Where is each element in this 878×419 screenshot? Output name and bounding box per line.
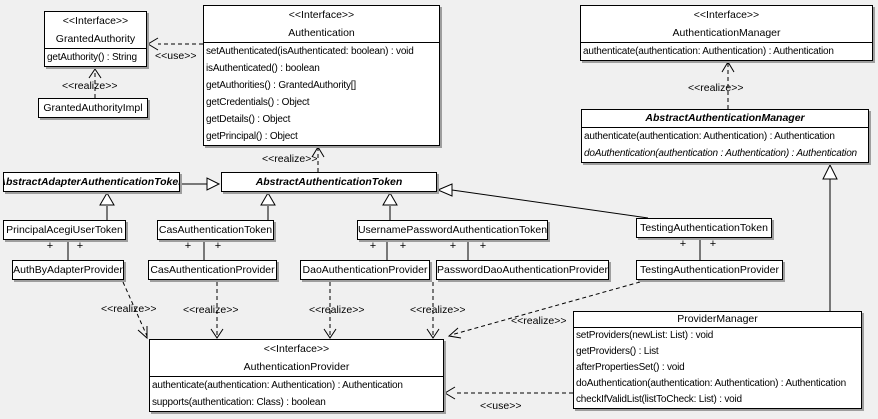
method: setAuthenticated(isAuthenticated: boolea… bbox=[206, 46, 414, 57]
class-name: AbstractAdapterAuthenticationToken bbox=[3, 176, 180, 188]
class-name: TestingAuthenticationProvider bbox=[640, 264, 779, 276]
use-label: <<use>> bbox=[480, 400, 522, 412]
class-abstract-adapter-authentication-token: AbstractAdapterAuthenticationToken bbox=[3, 172, 180, 192]
method: afterPropertiesSet() : void bbox=[576, 362, 685, 373]
class-cas-authentication-token: CasAuthenticationToken bbox=[157, 220, 274, 240]
realize-label: <<realize>> bbox=[309, 304, 365, 316]
class-name: CasAuthenticationToken bbox=[158, 224, 273, 236]
class-name: AuthByAdapterProvider bbox=[13, 264, 123, 276]
class-dao-authentication-provider: DaoAuthenticationProvider bbox=[300, 260, 430, 280]
realize-label: <<realize>> bbox=[410, 304, 466, 316]
multiplicity-plus: + bbox=[46, 240, 54, 252]
class-name: GrantedAuthorityImpl bbox=[43, 102, 143, 114]
method: authenticate(authentication: Authenticat… bbox=[584, 131, 835, 142]
class-password-dao-authentication-provider: PasswordDaoAuthenticationProvider bbox=[436, 260, 609, 280]
multiplicity-plus: + bbox=[76, 240, 84, 252]
method: getProviders() : List bbox=[576, 346, 659, 357]
method: doAuthentication(authentication : Authen… bbox=[584, 148, 857, 159]
class-name: PrincipalAcegiUserToken bbox=[6, 224, 123, 236]
method: authenticate(authentication: Authenticat… bbox=[583, 46, 834, 57]
class-authentication-manager: <<Interface>> AuthenticationManager auth… bbox=[580, 5, 873, 61]
method: getAuthorities() : GrantedAuthority[] bbox=[206, 80, 356, 91]
multiplicity-plus: + bbox=[184, 240, 192, 252]
class-name: PasswordDaoAuthenticationProvider bbox=[437, 264, 609, 276]
method: getDetails() : Object bbox=[206, 114, 291, 125]
class-granted-authority-impl: GrantedAuthorityImpl bbox=[38, 98, 148, 118]
class-username-password-authentication-token: UsernamePasswordAuthenticationToken bbox=[357, 220, 548, 240]
multiplicity-plus: + bbox=[679, 238, 687, 250]
realize-label: <<realize>> bbox=[688, 82, 744, 94]
realize-label: <<realize>> bbox=[101, 303, 157, 315]
class-cas-authentication-provider: CasAuthenticationProvider bbox=[148, 260, 277, 280]
class-name: TestingAuthenticationToken bbox=[640, 222, 768, 234]
class-name: DaoAuthenticationProvider bbox=[302, 264, 428, 276]
realize-label: <<realize>> bbox=[511, 315, 567, 327]
stereotype: <<Interface>> bbox=[62, 15, 129, 27]
class-name: AuthenticationProvider bbox=[243, 361, 350, 373]
class-name: AbstractAuthenticationToken bbox=[255, 176, 403, 188]
class-name: AuthenticationManager bbox=[672, 27, 781, 39]
multiplicity-plus: + bbox=[369, 240, 377, 252]
method: getAuthority() : String bbox=[47, 52, 137, 63]
class-name: Authentication bbox=[288, 27, 355, 39]
stereotype: <<Interface>> bbox=[693, 9, 760, 21]
method: isAuthenticated() : boolean bbox=[206, 63, 320, 74]
realize-label: <<realize>> bbox=[183, 304, 239, 316]
class-name: ProviderManager bbox=[677, 313, 758, 325]
method: getPrincipal() : Object bbox=[206, 131, 298, 142]
class-name: AbstractAuthenticationManager bbox=[645, 112, 805, 124]
class-abstract-authentication-token: AbstractAuthenticationToken bbox=[221, 172, 437, 192]
class-name: GrantedAuthority bbox=[55, 33, 136, 45]
method: setProviders(newList: List) : void bbox=[576, 330, 714, 341]
class-name: CasAuthenticationProvider bbox=[150, 264, 275, 276]
method: doAuthentication(authentication: Authent… bbox=[576, 378, 846, 389]
realize-label: <<realize>> bbox=[262, 153, 318, 165]
class-authentication-provider: <<Interface>> AuthenticationProvider aut… bbox=[149, 339, 444, 412]
class-granted-authority: <<Interface>> GrantedAuthority getAuthor… bbox=[44, 11, 147, 67]
class-abstract-authentication-manager: AbstractAuthenticationManager authentica… bbox=[581, 109, 869, 163]
realize-label: <<realize>> bbox=[62, 80, 118, 92]
class-provider-manager: ProviderManager setProviders(newList: Li… bbox=[573, 311, 862, 409]
class-principal-acegi-user-token: PrincipalAcegiUserToken bbox=[3, 220, 126, 240]
use-label: <<use>> bbox=[155, 50, 197, 62]
method: checkIfValidList(listToCheck: List) : vo… bbox=[576, 394, 742, 405]
method: getCredentials() : Object bbox=[206, 97, 310, 108]
class-auth-by-adapter-provider: AuthByAdapterProvider bbox=[12, 260, 124, 280]
method: authenticate(authentication: Authenticat… bbox=[152, 380, 403, 391]
method: supports(authentication: Class) : boolea… bbox=[152, 397, 326, 408]
class-testing-authentication-provider: TestingAuthenticationProvider bbox=[636, 260, 783, 280]
class-authentication: <<Interface>> Authentication setAuthenti… bbox=[203, 5, 440, 146]
multiplicity-plus: + bbox=[479, 240, 487, 252]
multiplicity-plus: + bbox=[449, 240, 457, 252]
class-testing-authentication-token: TestingAuthenticationToken bbox=[636, 218, 772, 238]
class-name: UsernamePasswordAuthenticationToken bbox=[357, 224, 548, 236]
stereotype: <<Interface>> bbox=[263, 343, 330, 355]
multiplicity-plus: + bbox=[214, 240, 222, 252]
multiplicity-plus: + bbox=[399, 240, 407, 252]
stereotype: <<Interface>> bbox=[288, 9, 355, 21]
multiplicity-plus: + bbox=[709, 238, 717, 250]
